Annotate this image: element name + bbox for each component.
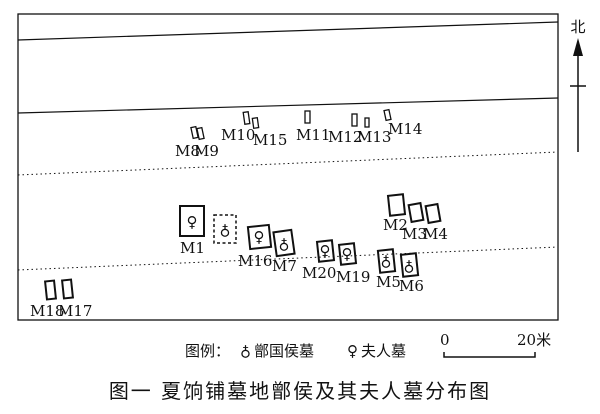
label-m20: M20 [302, 264, 336, 282]
scale-bar: 0 20米 [440, 331, 551, 358]
legend-title: 图例： [185, 342, 230, 360]
map-frame [17, 13, 559, 321]
marquis-tomb-symbol: ♁ [404, 257, 415, 275]
marquis-tomb-symbol: ♁ [279, 235, 290, 253]
tomb-unnumbered: ♁ [213, 214, 237, 244]
legend-marquis-label: 鄫国侯墓 [254, 342, 314, 360]
tomb-m17 [60, 278, 75, 300]
scale-end-label: 20米 [517, 331, 551, 349]
label-m8: M8 [175, 142, 200, 160]
tomb-m5: ♁ [376, 248, 397, 274]
tomb-m6: ♁ [399, 252, 420, 278]
legend: 图例： ♁ 鄫国侯墓 ♀ 夫人墓 [185, 342, 406, 360]
marquis-tomb-symbol: ♁ [381, 252, 392, 270]
legend-wife-label: 夫人墓 [361, 342, 406, 360]
tomb-m3 [407, 201, 425, 224]
tomb-m16: ♀ [246, 223, 273, 251]
label-m6: M6 [399, 277, 424, 295]
label-m19: M19 [336, 268, 370, 286]
label-m10: M10 [221, 126, 255, 144]
tomb-m1: ♀ [179, 205, 205, 237]
label-m12: M12 [328, 128, 362, 146]
label-m9: M9 [194, 142, 219, 160]
legend-wife-symbol: ♀ [347, 342, 358, 360]
legend-marquis-symbol: ♁ [240, 342, 251, 360]
tomb-m4 [424, 202, 442, 225]
tomb-m11 [304, 110, 311, 124]
tomb-m19: ♀ [337, 242, 358, 266]
label-m16: M16 [238, 252, 272, 270]
tomb-m18 [43, 279, 58, 301]
tomb-m2 [386, 193, 407, 217]
label-m1: M1 [180, 239, 205, 257]
label-m4: M4 [423, 225, 448, 243]
label-m15: M15 [253, 131, 287, 149]
tomb-m12 [351, 113, 358, 127]
north-arrow-head [573, 38, 583, 56]
tomb-m13 [364, 117, 370, 128]
boundary-line-lower [17, 97, 559, 114]
label-m17: M17 [58, 302, 92, 320]
tomb-m14 [383, 108, 392, 122]
north-label: 北 [570, 18, 585, 36]
tomb-m10 [242, 110, 251, 126]
label-m2: M2 [383, 216, 408, 234]
tomb-m9 [196, 126, 205, 141]
scale-start-label: 0 [440, 331, 450, 349]
scale-line [443, 352, 536, 358]
label-m11: M11 [296, 126, 330, 144]
wife-tomb-symbol: ♀ [342, 245, 353, 263]
wife-tomb-symbol: ♀ [254, 228, 265, 246]
dotted-line-upper [17, 151, 559, 176]
label-m13: M13 [357, 128, 391, 146]
north-arrow: 北 [570, 18, 586, 152]
dotted-line-lower [17, 246, 559, 271]
tomb-m7: ♁ [272, 228, 296, 258]
label-m3: M3 [402, 225, 427, 243]
label-m5: M5 [376, 273, 401, 291]
tomb-m8 [190, 125, 199, 140]
figure-caption: 图一 夏饷铺墓地鄫侯及其夫人墓分布图 [109, 379, 491, 403]
wife-tomb-symbol: ♀ [187, 213, 198, 231]
wife-tomb-symbol: ♀ [320, 242, 331, 260]
label-m7: M7 [272, 257, 297, 275]
marquis-tomb-symbol: ♁ [220, 221, 231, 239]
tomb-m20: ♀ [315, 239, 336, 263]
label-m18: M18 [30, 302, 64, 320]
tomb-m15 [251, 116, 260, 130]
boundary-line-upper [17, 21, 559, 41]
label-m14: M14 [388, 120, 422, 138]
